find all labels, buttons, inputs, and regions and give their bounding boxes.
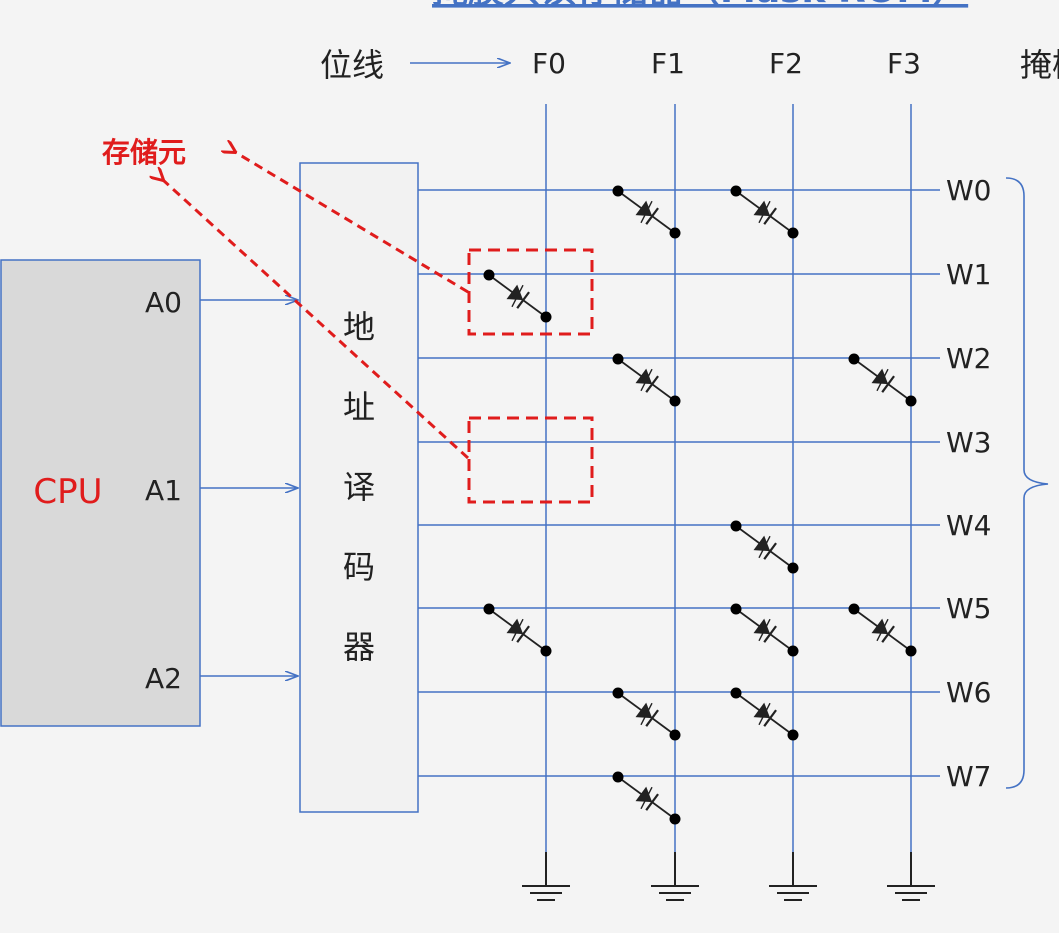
decoder-char: 地 bbox=[343, 308, 375, 346]
mask-label: 掩模 bbox=[1020, 46, 1059, 84]
diode-icon bbox=[612, 687, 681, 741]
address-label-a0: A0 bbox=[145, 286, 182, 319]
ground-icon bbox=[522, 852, 570, 901]
ground-icon bbox=[769, 852, 817, 901]
diode-icon bbox=[483, 269, 552, 323]
diode-icon bbox=[612, 771, 681, 825]
decoder-char: 译 bbox=[343, 468, 375, 506]
highlight-cell-box bbox=[467, 248, 594, 336]
decoder-char: 器 bbox=[343, 628, 375, 666]
bit-lines: F0 F1 F2 F3 bbox=[532, 47, 921, 856]
decoder-char: 码 bbox=[343, 548, 375, 586]
diode-icon bbox=[730, 520, 799, 574]
decoder-char: 址 bbox=[343, 388, 375, 426]
page-title: 掩膜只读存储器（Mask ROM） bbox=[432, 0, 968, 11]
diode-icon bbox=[483, 603, 552, 657]
word-label-w3: W3 bbox=[946, 426, 992, 459]
cpu-label: CPU bbox=[33, 472, 102, 512]
callout-arrow-1 bbox=[235, 152, 469, 294]
bitline-label: 位线 bbox=[320, 46, 384, 84]
diode-icon bbox=[730, 185, 799, 239]
address-label-a2: A2 bbox=[145, 662, 182, 695]
wordline-brace bbox=[1005, 177, 1049, 789]
word-label-w5: W5 bbox=[946, 592, 992, 625]
diode-icon bbox=[730, 687, 799, 741]
diode-icon bbox=[612, 185, 681, 239]
memory-cell-label: 存储元 bbox=[102, 136, 186, 169]
highlight-cells bbox=[467, 248, 594, 504]
word-label-w6: W6 bbox=[946, 676, 992, 709]
bit-label-f3: F3 bbox=[887, 47, 921, 80]
ground-icon bbox=[651, 852, 699, 901]
diode-icon bbox=[848, 603, 917, 657]
ground-icon bbox=[887, 852, 935, 901]
cpu-box bbox=[0, 259, 201, 727]
word-label-w1: W1 bbox=[946, 258, 992, 291]
diodes bbox=[483, 185, 917, 825]
word-label-w4: W4 bbox=[946, 509, 992, 542]
word-label-w7: W7 bbox=[946, 760, 992, 793]
grounds bbox=[522, 852, 935, 901]
word-label-w2: W2 bbox=[946, 342, 992, 375]
diode-icon bbox=[848, 353, 917, 407]
highlight-cell-box bbox=[467, 416, 594, 504]
bit-label-f2: F2 bbox=[769, 47, 803, 80]
diode-icon bbox=[730, 603, 799, 657]
bit-label-f1: F1 bbox=[651, 47, 685, 80]
callout-arrow-2 bbox=[163, 180, 470, 460]
bit-label-f0: F0 bbox=[532, 47, 566, 80]
address-label-a1: A1 bbox=[145, 474, 182, 507]
address-decoder bbox=[299, 162, 419, 813]
word-label-w0: W0 bbox=[946, 174, 992, 207]
diode-icon bbox=[612, 353, 681, 407]
